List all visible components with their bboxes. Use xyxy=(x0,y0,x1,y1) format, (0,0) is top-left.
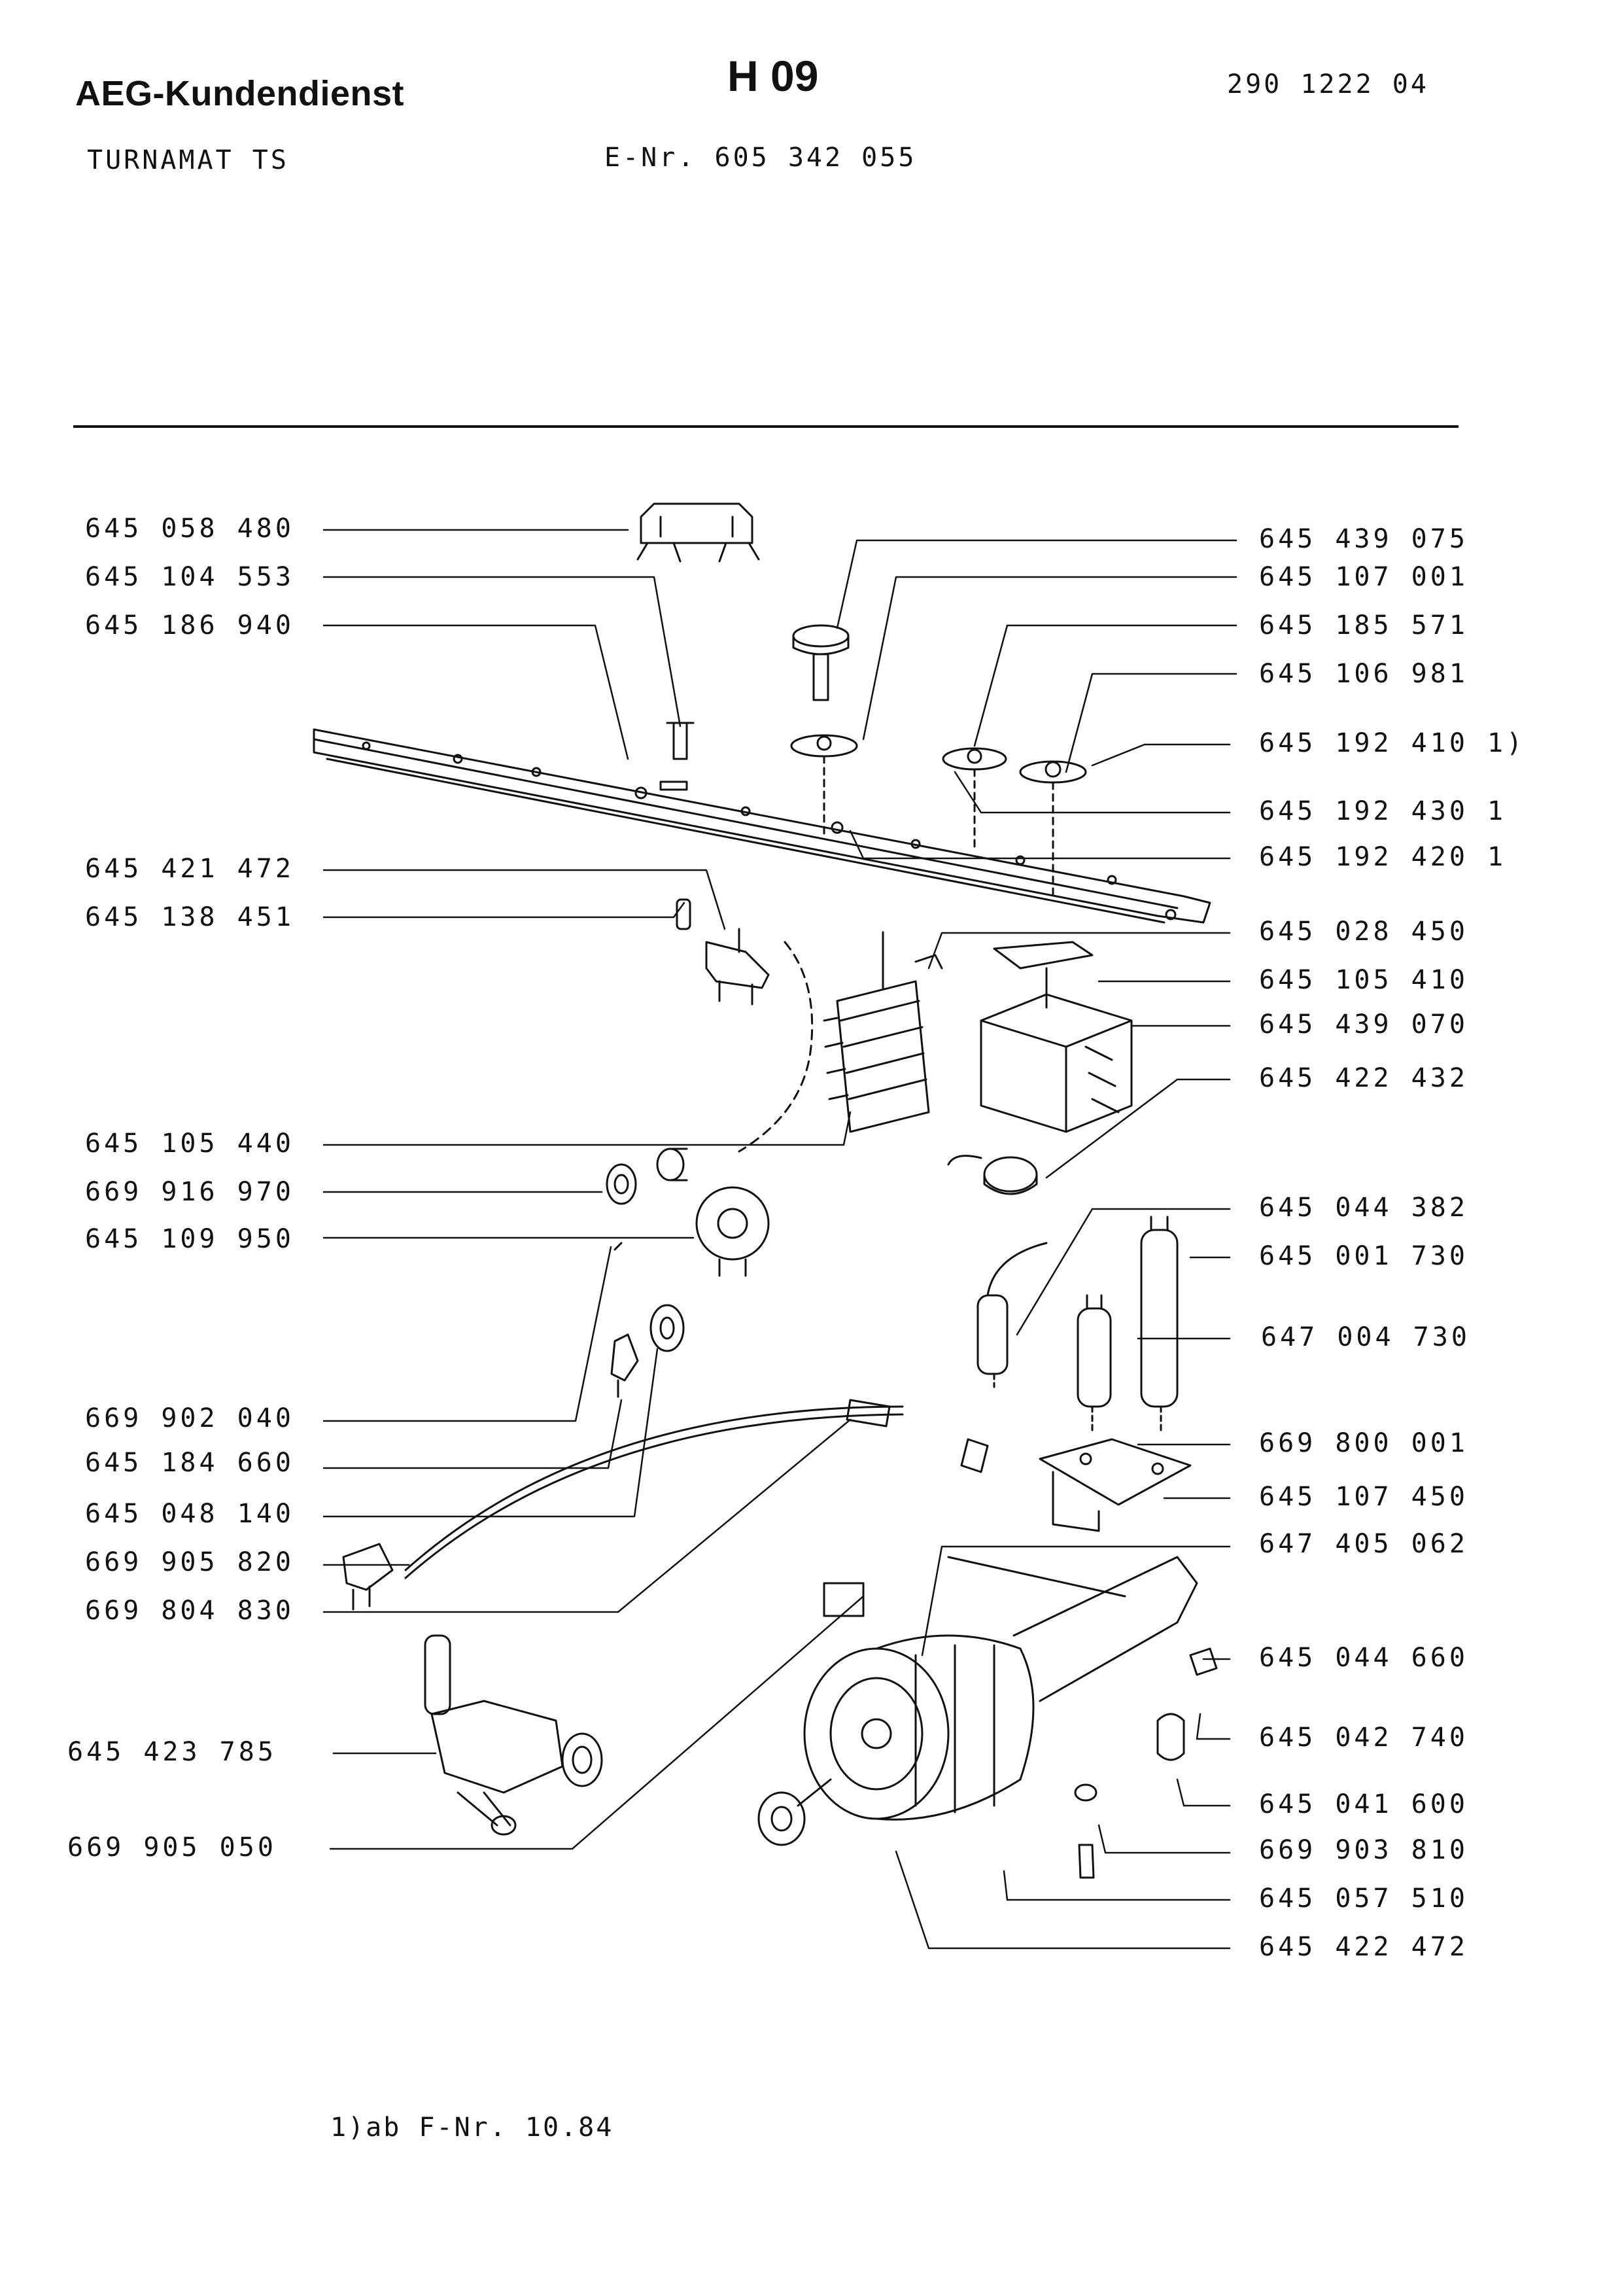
part-number-right: 645 028 450 xyxy=(1259,917,1468,947)
brand-title: AEG-Kundendienst xyxy=(75,74,404,113)
footnote: 1)ab F-Nr. 10.84 xyxy=(330,2112,614,2143)
program-knob-part xyxy=(790,624,1087,898)
capacitor-parts xyxy=(976,1216,1179,1434)
part-number-left: 645 109 950 xyxy=(85,1224,294,1254)
part-number-left: 645 186 940 xyxy=(85,610,294,640)
capacitor-bracket-part xyxy=(960,1438,1192,1532)
part-number-left: 645 423 785 xyxy=(67,1737,277,1767)
part-number-right: 645 041 600 xyxy=(1259,1789,1468,1819)
part-number-left: 669 916 970 xyxy=(85,1177,294,1207)
control-panel-rail xyxy=(313,728,1211,924)
part-number-left: 645 184 660 xyxy=(85,1448,294,1478)
part-number-right: 645 105 410 xyxy=(1259,965,1468,995)
part-number-right: 645 044 660 xyxy=(1259,1643,1468,1673)
part-number-right: 669 800 001 xyxy=(1259,1428,1468,1458)
programmer-unit-part xyxy=(980,941,1133,1133)
part-number-left: 669 804 830 xyxy=(85,1596,294,1626)
timer-motor-part xyxy=(947,1155,1038,1195)
part-number-right: 669 903 810 xyxy=(1259,1835,1468,1865)
part-number-left: 669 905 820 xyxy=(85,1547,294,1577)
leader-lines-left xyxy=(322,529,865,1850)
part-number-right: 647 004 730 xyxy=(1261,1322,1470,1352)
part-number-right: 645 192 420 1 xyxy=(1259,842,1507,872)
part-number-left: 669 902 040 xyxy=(85,1403,294,1433)
part-number-right: 645 422 432 xyxy=(1259,1063,1468,1093)
part-number-left: 645 104 553 xyxy=(85,562,294,592)
part-number-right: 645 107 450 xyxy=(1259,1482,1468,1512)
part-number-left: 645 105 440 xyxy=(85,1129,294,1159)
part-number-right: 645 192 410 1) xyxy=(1259,728,1526,758)
part-number-left: 645 421 472 xyxy=(85,854,294,884)
mains-cable-part xyxy=(342,1399,904,1611)
top-bracket-part xyxy=(636,502,760,563)
model-name: TURNAMAT TS xyxy=(87,145,289,175)
e-number: E-Nr. 605 342 055 xyxy=(604,143,917,173)
part-number-right: 645 001 730 xyxy=(1259,1241,1468,1271)
knob-cap-parts xyxy=(606,1148,770,1277)
part-number-left: 645 058 480 xyxy=(85,514,294,544)
sheet-number: H 09 xyxy=(727,52,819,100)
part-number-left: 645 138 451 xyxy=(85,902,294,932)
part-number-right: 645 422 472 xyxy=(1259,1932,1468,1962)
document-number: 290 1222 04 xyxy=(1227,69,1429,99)
part-number-right: 647 405 062 xyxy=(1259,1529,1468,1559)
part-number-left: 645 048 140 xyxy=(85,1499,294,1529)
part-number-right: 645 042 740 xyxy=(1259,1723,1468,1753)
header-rule xyxy=(73,425,1459,428)
door-switch-parts xyxy=(610,1242,685,1398)
part-number-right: 645 185 571 xyxy=(1259,610,1468,640)
drive-motor-part xyxy=(757,1556,1198,1846)
drain-pump-part xyxy=(424,1634,603,1836)
part-number-right: 645 044 382 xyxy=(1259,1193,1468,1223)
part-number-right: 645 057 510 xyxy=(1259,1883,1468,1914)
part-number-right: 645 439 070 xyxy=(1259,1009,1468,1040)
leader-lines-right xyxy=(836,539,1237,1950)
temperature-switch-part xyxy=(676,898,814,1153)
small-hardware-parts xyxy=(1074,1647,1218,1879)
program-switch-part xyxy=(823,931,943,1133)
pin-part xyxy=(666,722,695,760)
part-number-right: 645 439 075 xyxy=(1259,524,1468,554)
part-number-right: 645 107 001 xyxy=(1259,562,1468,592)
part-number-right: 645 106 981 xyxy=(1259,659,1468,689)
part-number-left: 669 905 050 xyxy=(67,1832,277,1863)
part-number-right: 645 192 430 1 xyxy=(1259,796,1507,826)
